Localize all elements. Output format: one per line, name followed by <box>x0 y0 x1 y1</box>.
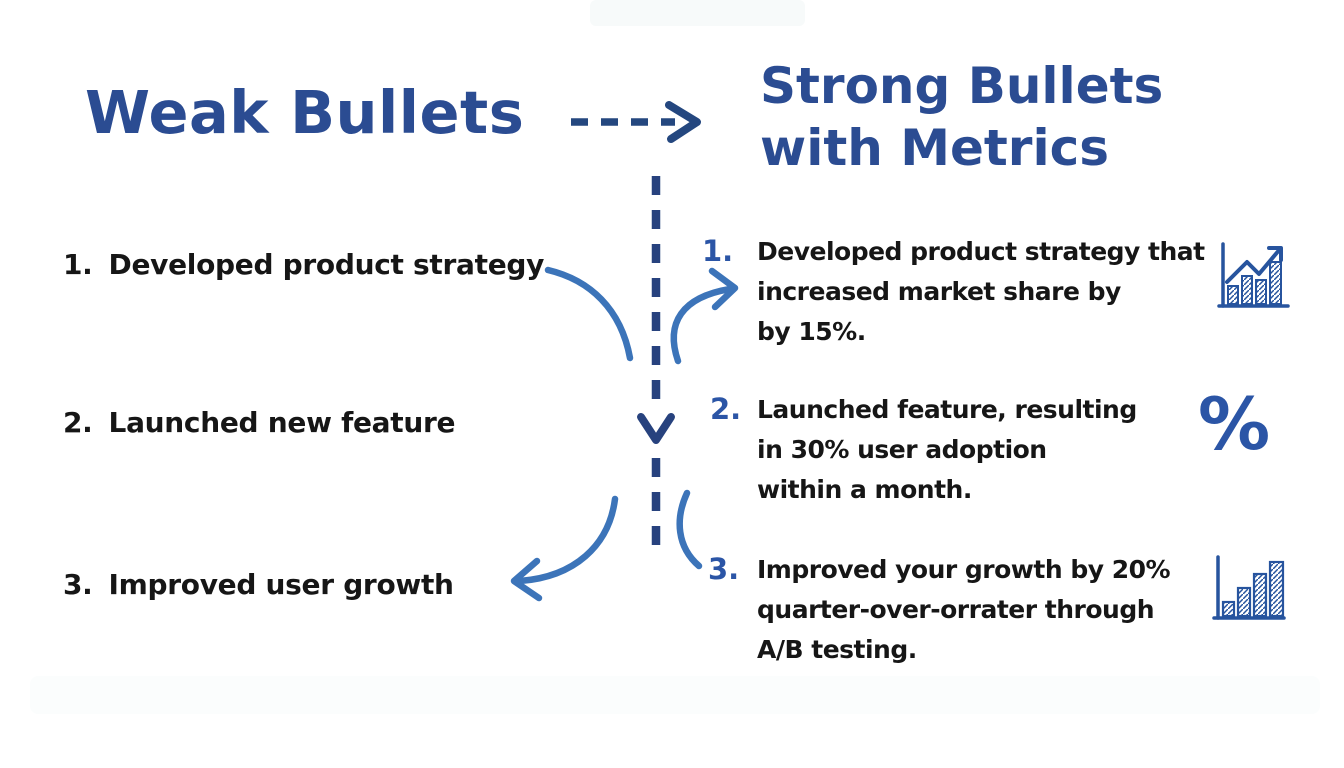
strong-bullet-item: Developed product strategy that increase… <box>757 232 1227 352</box>
strong-bullet-line: by 15%. <box>757 317 866 346</box>
weak-bullet-text: Launched new feature <box>108 406 456 439</box>
weak-bullet-item: 1. Developed product strategy <box>63 248 544 281</box>
growth-trend-chart-icon <box>1217 242 1290 308</box>
curve-to-strong-item3 <box>676 489 703 570</box>
strong-bullet-line: quarter-over-orrater through <box>757 595 1155 624</box>
strong-bullet-line: A/B testing. <box>757 635 917 664</box>
bar-chart-icon <box>1212 555 1286 620</box>
strong-bullet-line: Launched feature, resulting <box>757 395 1137 424</box>
strong-bullet-item: Launched feature, resulting in 30% user … <box>757 390 1227 510</box>
strong-bullet-line: within a month. <box>757 475 972 504</box>
flow-arrows-graphic <box>510 176 739 602</box>
weak-bullets-title: Weak Bullets <box>85 78 525 147</box>
percent-icon: % <box>1198 382 1271 466</box>
background-smudge <box>30 676 1320 714</box>
weak-bullet-number: 2. <box>63 406 93 439</box>
strong-bullet-line: increased market share by <box>757 277 1121 306</box>
weak-bullet-number: 1. <box>63 248 93 281</box>
vertical-dashed-divider <box>637 176 675 557</box>
strong-bullet-number: 2. <box>710 392 742 426</box>
weak-bullet-number: 3. <box>63 568 93 601</box>
strong-bullet-line: Developed product strategy that <box>757 237 1205 266</box>
weak-bullet-item: 3. Improved user growth <box>63 568 454 601</box>
background-smudge <box>590 0 805 26</box>
strong-bullets-title: Strong Bullets with Metrics <box>760 55 1163 179</box>
right-arrowhead-icon <box>708 267 739 311</box>
strong-bullets-title-line1: Strong Bullets <box>760 57 1164 115</box>
weak-bullet-text: Developed product strategy <box>108 248 545 281</box>
strong-bullets-title-line2: with Metrics <box>760 119 1109 177</box>
curve-from-weak-item1 <box>544 266 634 362</box>
curve-to-strong-item1 <box>670 285 734 365</box>
curve-to-weak-item3 <box>516 495 619 585</box>
weak-bullet-text: Improved user growth <box>108 568 454 601</box>
left-arrowhead-icon <box>510 557 543 602</box>
right-dashed-arrow-icon <box>571 101 701 143</box>
strong-bullet-number: 1. <box>702 234 734 268</box>
strong-bullet-line: in 30% user adoption <box>757 435 1047 464</box>
weak-bullet-item: 2. Launched new feature <box>63 406 455 439</box>
strong-bullet-item: Improved your growth by 20% quarter-over… <box>757 550 1227 670</box>
up-right-arrowhead-icon <box>1267 246 1283 262</box>
strong-bullet-number: 3. <box>708 552 740 586</box>
down-arrowhead-icon <box>637 413 675 444</box>
strong-bullet-line: Improved your growth by 20% <box>757 555 1171 584</box>
